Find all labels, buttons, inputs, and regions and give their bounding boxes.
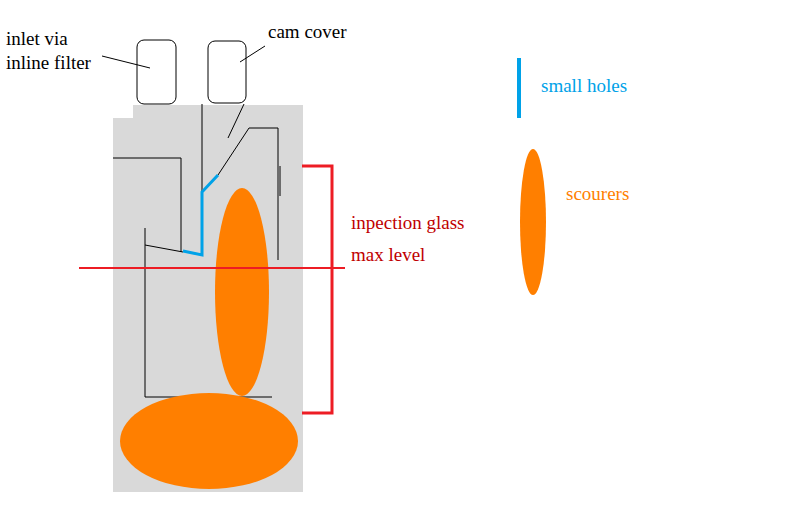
outlet-pipe <box>228 104 244 138</box>
cup-top <box>145 245 183 252</box>
leader-line <box>240 46 265 62</box>
max-level-line <box>79 267 345 269</box>
outlet-port <box>208 41 246 103</box>
small-holes <box>183 175 218 255</box>
wall-line <box>280 166 281 196</box>
part-label: inlet via inline filter <box>6 27 106 75</box>
scourer <box>120 393 298 489</box>
part-label: cam cover <box>268 20 388 44</box>
legend-label: small holes <box>541 74 627 98</box>
leader-line <box>102 56 150 68</box>
inlet-port <box>137 40 176 104</box>
legend-line-sample <box>517 58 521 118</box>
inlet-pipe <box>113 158 181 252</box>
inspection-label: inpection glass <box>351 211 531 235</box>
can-body <box>113 105 303 492</box>
legend-label: scourers <box>566 182 629 206</box>
inspection-glass-bracket <box>302 166 332 413</box>
legend-ellipse-sample <box>520 149 546 295</box>
baffle-line <box>202 104 203 192</box>
scourer <box>215 188 269 396</box>
level-label: max level <box>351 243 501 267</box>
